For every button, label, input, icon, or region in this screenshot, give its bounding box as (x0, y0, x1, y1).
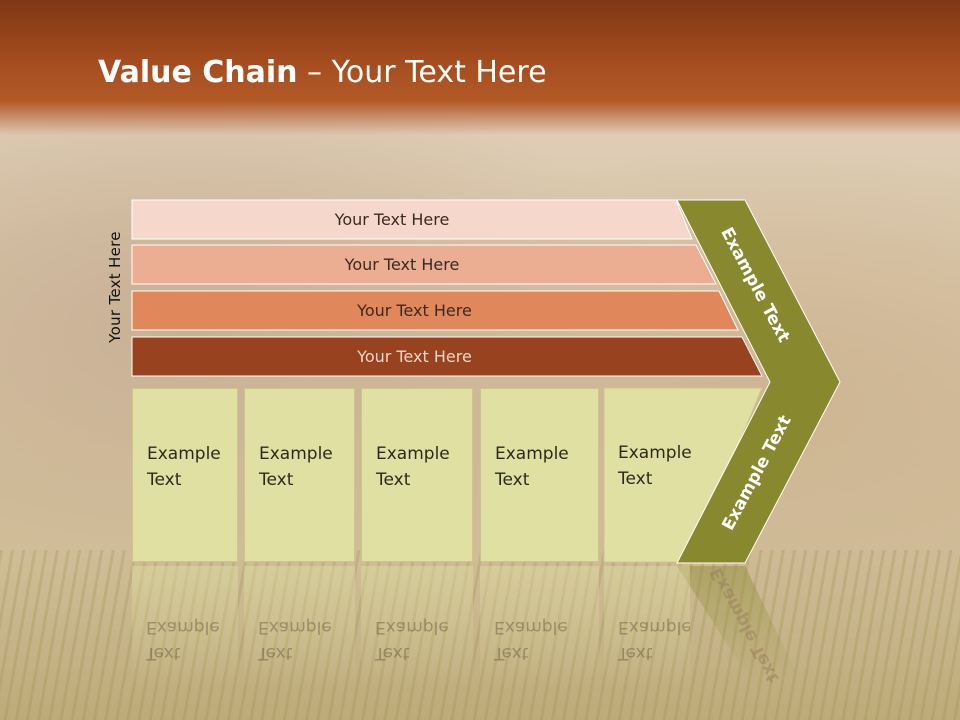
bar-shape-1 (131, 199, 693, 240)
column-1-reflection: Text Example (132, 566, 238, 686)
column-3: Example Text (361, 388, 473, 562)
bar-1: Your Text Here (132, 200, 692, 238)
bar-4: Your Text Here (132, 337, 737, 375)
column-3-refl-line1: Example (375, 617, 449, 637)
column-5-line2: Text (618, 469, 653, 489)
column-3-line2: Text (376, 470, 411, 490)
column-4-line2: Text (495, 470, 530, 490)
column-2-refl-line2: Text (258, 643, 293, 663)
column-3-line1: Example (376, 444, 450, 464)
column-1-refl-line2: Text (146, 643, 181, 663)
bar-2: Your Text Here (132, 245, 712, 283)
column-4: Example Text (480, 388, 599, 562)
column-2-line1: Example (259, 444, 333, 464)
column-5: Example Text (604, 388, 714, 562)
column-4-refl-line2: Text (494, 643, 529, 663)
bar-3-label: Your Text Here (357, 300, 472, 320)
bar-shape-4 (131, 336, 763, 377)
column-2-reflection: Text Example (244, 566, 355, 686)
bar-1-label: Your Text Here (334, 209, 450, 229)
column-3-reflection: Text Example (361, 566, 473, 686)
column-1-line1: Example (147, 444, 221, 464)
column-4-reflection: Text Example (480, 566, 599, 686)
bar-shape-3 (131, 290, 739, 331)
bar-shape-2 (131, 244, 717, 285)
column-2-refl-line1: Example (258, 617, 332, 637)
column-5-refl-line2: Text (618, 643, 653, 663)
column-1-line2: Text (147, 470, 182, 490)
column-4-line1: Example (495, 444, 569, 464)
chevron-arrow (676, 199, 841, 564)
title-rest: – Your Text Here (297, 55, 547, 90)
column-3-refl-line2: Text (375, 643, 410, 663)
bar-4-label: Your Text Here (357, 346, 472, 366)
chevron-reflection (677, 566, 800, 680)
column-5-refl-line1: Example (618, 617, 690, 637)
column-4-refl-line1: Example (494, 617, 568, 637)
column-5-line1: Example (618, 443, 692, 463)
title-bold: Value Chain (98, 55, 298, 90)
slide-title: Value Chain – Your Text Here (98, 55, 547, 90)
bar-2-label: Your Text Here (344, 254, 460, 274)
background-grass (0, 550, 960, 720)
column-5-reflection: Text Example (604, 566, 690, 686)
column-1: Example Text (132, 388, 238, 562)
bar-3: Your Text Here (132, 291, 737, 329)
column-2-line2: Text (259, 470, 294, 490)
column-2: Example Text (244, 388, 355, 562)
header-band (0, 0, 960, 135)
column-1-refl-line1: Example (146, 617, 220, 637)
